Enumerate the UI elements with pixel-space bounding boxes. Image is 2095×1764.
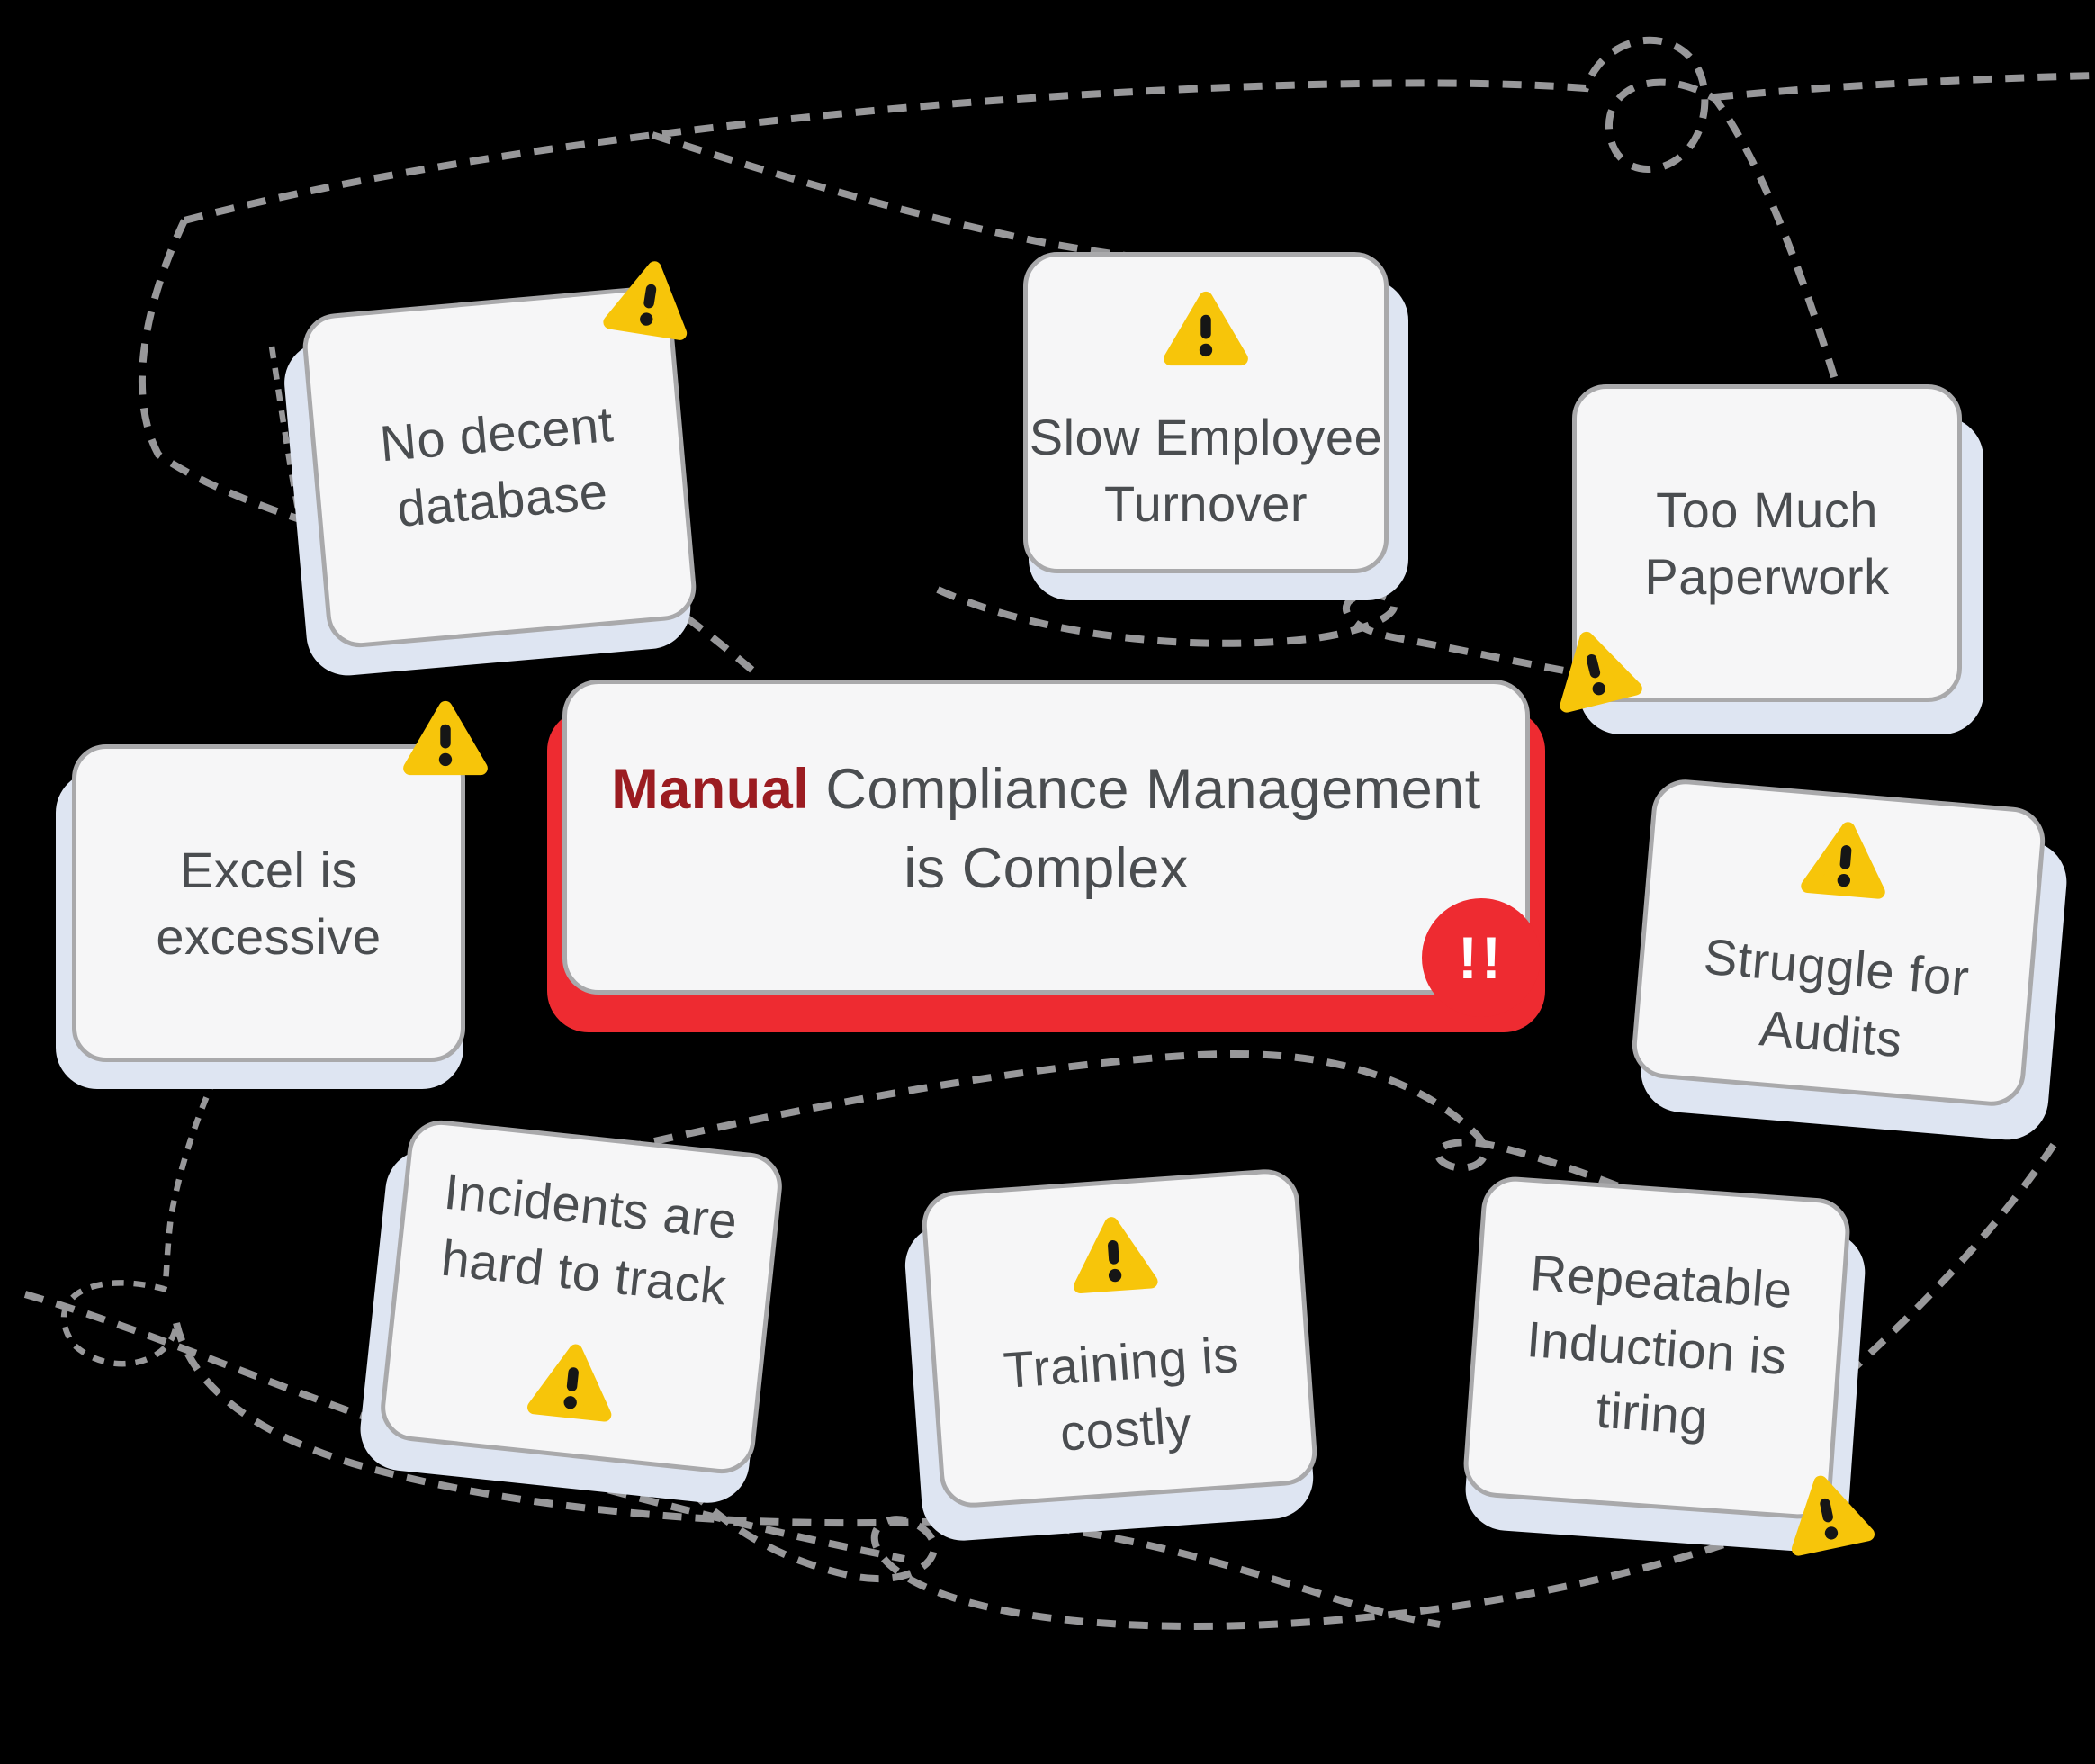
doodle-center-to-repeatable: [622, 1049, 1704, 1222]
warning-triangle-icon: [1799, 815, 1892, 902]
card-label: No decent database: [377, 391, 622, 544]
doodle-bottom-left-sweep: [173, 1322, 1441, 1628]
card-label-line: Too Much: [1656, 481, 1878, 538]
card-face: Too Much Paperwork: [1572, 384, 1962, 702]
doodle-bottom-swirl: [643, 1439, 1773, 1630]
card-slow-employee-turnover: Slow Employee Turnover: [1023, 252, 1408, 600]
card-label: Slow Employee Turnover: [1030, 404, 1382, 537]
card-too-much-paperwork: Too Much Paperwork: [1572, 384, 1983, 734]
card-label: Training is costly: [1002, 1321, 1245, 1471]
card-label: Struggle for Audits: [1695, 922, 1972, 1077]
badge-text: !!: [1458, 924, 1505, 991]
card-face: No decent database: [300, 284, 699, 651]
doodle-excel-drop-oval: [60, 981, 269, 1367]
card-label: Too Much Paperwork: [1644, 477, 1889, 610]
warning-triangle-icon: [1163, 289, 1249, 368]
card-face: Training is costly: [920, 1166, 1319, 1510]
doodle-top-right-exit: [1713, 72, 2095, 101]
warning-triangle-icon: [402, 698, 489, 778]
card-face: Slow Employee Turnover: [1023, 252, 1389, 573]
card-face: Struggle for Audits: [1629, 777, 2048, 1109]
center-card-title: Manual Compliance Management is Complex: [611, 750, 1480, 908]
card-excel-is-excessive: Excel is excessive: [56, 744, 465, 1089]
card-face: Incidents are hard to track: [377, 1117, 786, 1477]
center-title-emphasis: Manual: [611, 757, 810, 821]
center-title-rest: Compliance Management: [809, 757, 1481, 821]
card-label-line: Turnover: [1103, 474, 1308, 532]
card-label: Incidents are hard to track: [434, 1158, 741, 1321]
doodle-right-descender: [1774, 1142, 2057, 1476]
card-incidents-hard-to-track: Incidents are hard to track: [355, 1117, 786, 1508]
doodle-under-slow-wave: [936, 586, 1601, 680]
warning-triangle-icon: [601, 252, 699, 344]
card-label-line: Slow Employee: [1029, 408, 1383, 465]
card-repeatable-induction-tiring: Repeatable Induction is tiring: [1461, 1174, 1868, 1555]
card-label-line: excessive: [156, 907, 382, 965]
card-label-line: Paperwork: [1644, 547, 1890, 605]
card-no-decent-database: No decent database: [281, 284, 699, 680]
card-label-line: Excel is: [180, 841, 357, 898]
warning-triangle-icon: [1067, 1211, 1159, 1296]
card-face: Excel is excessive: [72, 744, 465, 1062]
doodle-branch-to-slow: [651, 131, 1223, 270]
card-training-is-costly: Training is costly: [902, 1166, 1319, 1544]
card-label: Excel is excessive: [156, 837, 381, 970]
warning-triangle-icon: [526, 1337, 620, 1426]
card-face: Repeatable Induction is tiring: [1461, 1174, 1852, 1521]
card-manual-compliance-management: Manual Compliance Management is Complex: [562, 680, 1530, 994]
card-struggle-for-audits: Struggle for Audits: [1629, 777, 2071, 1143]
card-label: Repeatable Induction is tiring: [1519, 1239, 1794, 1457]
double-exclamation-badge-icon: !!: [1422, 898, 1541, 1017]
center-title-line2: is Complex: [904, 837, 1189, 900]
center-title-line1: Manual Compliance Management: [611, 750, 1480, 829]
